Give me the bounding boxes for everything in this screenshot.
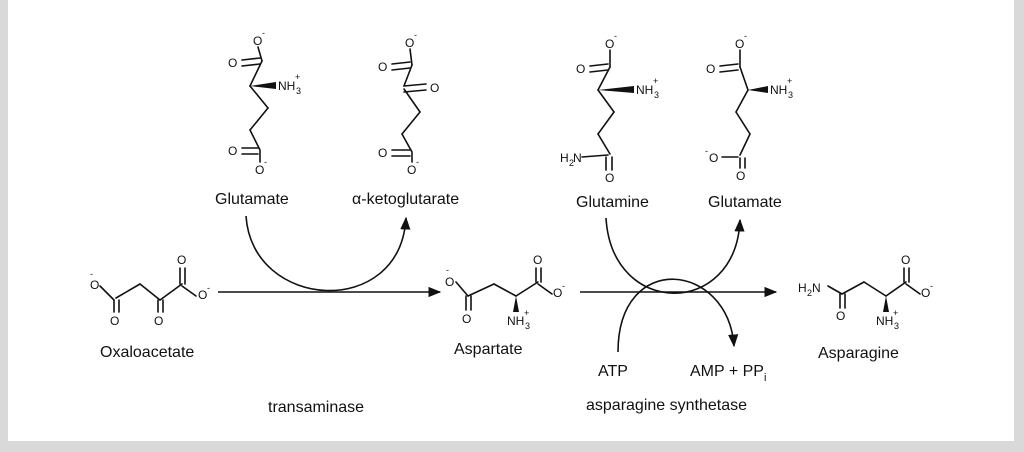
glu1-nh: NH [278,79,295,93]
akg-o-top: O [405,36,414,50]
oxaloacetate-structure: - O O O O O - [90,253,210,328]
asp-nh-sub: 3 [525,321,530,331]
glu2-o-carbonyl-bottom: O [736,169,745,183]
label-amp-ppi: AMP + PPi [690,363,766,384]
label-atp: ATP [598,363,628,380]
oaa-o-carbonyl-left: O [110,314,119,328]
ketoglutarate-structure: O - O O O O - [378,30,439,177]
oaa-o-carbonyl-right: O [177,253,186,267]
glu2-nh-sub: 3 [788,90,793,100]
asn-o-amide: O [836,309,845,323]
glutamate-structure-1: O - O NH 3 + O O - [228,28,301,177]
label-asparagine-synthetase: asparagine synthetase [586,397,747,414]
glu2-o-top: O [735,37,744,51]
label-oxaloacetate: Oxaloacetate [100,344,194,361]
oaa-o-ketone: O [154,314,163,328]
label-transaminase: transaminase [268,399,364,416]
oaa-charge-left: - [90,269,93,279]
glu2-charge-bottom: - [705,146,708,156]
glu2-o-carbonyl-top: O [706,62,715,76]
label-glutamate-2: Glutamate [708,194,782,211]
akg-o-carbonyl-bottom: O [378,146,387,160]
asn-h-sub: 2 [807,288,812,298]
oaa-o-left: O [90,278,99,292]
gln-charge-top: - [614,31,617,41]
label-glutamine: Glutamine [576,194,649,211]
akg-charge-top: - [414,30,417,40]
asn-o-carbonyl: O [901,253,910,267]
label-amp-ppi-sub: i [764,372,766,384]
glu1-o-carbonyl-bottom: O [228,144,237,158]
asp-charge-left: - [446,265,449,275]
glu2-nh-charge: + [787,76,792,86]
gln-n: N [573,151,582,165]
glutamate-structure-2: O - O NH 3 + - O O [705,31,793,183]
asn-n: N [812,281,821,295]
oaa-o-right: O [198,288,207,302]
asp-nh: NH [507,314,524,328]
asn-charge-right: - [930,281,933,291]
akg-o-ketone: O [430,81,439,95]
arrow-glutamate-to-ketoglutarate [245,215,411,292]
gln-h: H [560,151,569,165]
glu1-charge-top: - [262,28,265,38]
gln-nh-charge: + [653,76,658,86]
label-asparagine: Asparagine [818,345,899,362]
asn-nh-charge: + [893,308,898,318]
aspartate-structure: - O O NH 3 + O O - [445,253,565,331]
label-aspartate: Aspartate [454,341,523,358]
glu1-charge-bottom: - [264,157,267,167]
akg-o-carbonyl-top: O [378,60,387,74]
label-glutamate-1: Glutamate [215,191,289,208]
asp-o-carbonyl-left: O [462,312,471,326]
label-amp-ppi-main: AMP + PP [690,363,764,380]
asn-h: H [798,281,807,295]
oaa-charge-right: - [207,283,210,293]
asp-o-left: O [445,275,454,289]
asn-nh-sub: 3 [894,321,899,331]
asp-o-carbonyl-right: O [533,253,542,267]
label-ketoglutarate: α-ketoglutarate [352,191,459,208]
akg-o-bottom: O [407,163,416,177]
gln-o-amide: O [605,171,614,185]
glu2-nh: NH [770,83,787,97]
asn-o-right: O [921,286,930,300]
asn-nh: NH [876,314,893,328]
glu1-nh-charge: + [295,72,300,82]
gln-o-carbonyl-top: O [576,62,585,76]
asp-nh-charge: + [524,308,529,318]
glu1-o-carbonyl-top: O [228,56,237,70]
glu1-o-top: O [253,34,262,48]
glutamine-structure: O - O NH 3 + H 2 N O [560,31,659,185]
gln-h-sub: 2 [569,158,574,168]
asp-o-right: O [553,286,562,300]
asp-charge-right: - [562,281,565,291]
gln-nh-sub: 3 [654,90,659,100]
arrow-glutamine-to-glutamate [605,217,745,295]
asparagine-structure: H 2 N O NH 3 + O O - [798,253,933,331]
glu1-nh-sub: 3 [296,86,301,96]
gln-o-top: O [605,37,614,51]
gln-nh: NH [636,83,653,97]
glu2-o-bottom: O [709,151,718,165]
glu1-o-bottom: O [255,163,264,177]
diagram-panel [8,0,1014,441]
akg-charge-bottom: - [416,157,419,167]
glu2-charge-top: - [744,31,747,41]
arrow-atp-to-amp [617,278,739,353]
